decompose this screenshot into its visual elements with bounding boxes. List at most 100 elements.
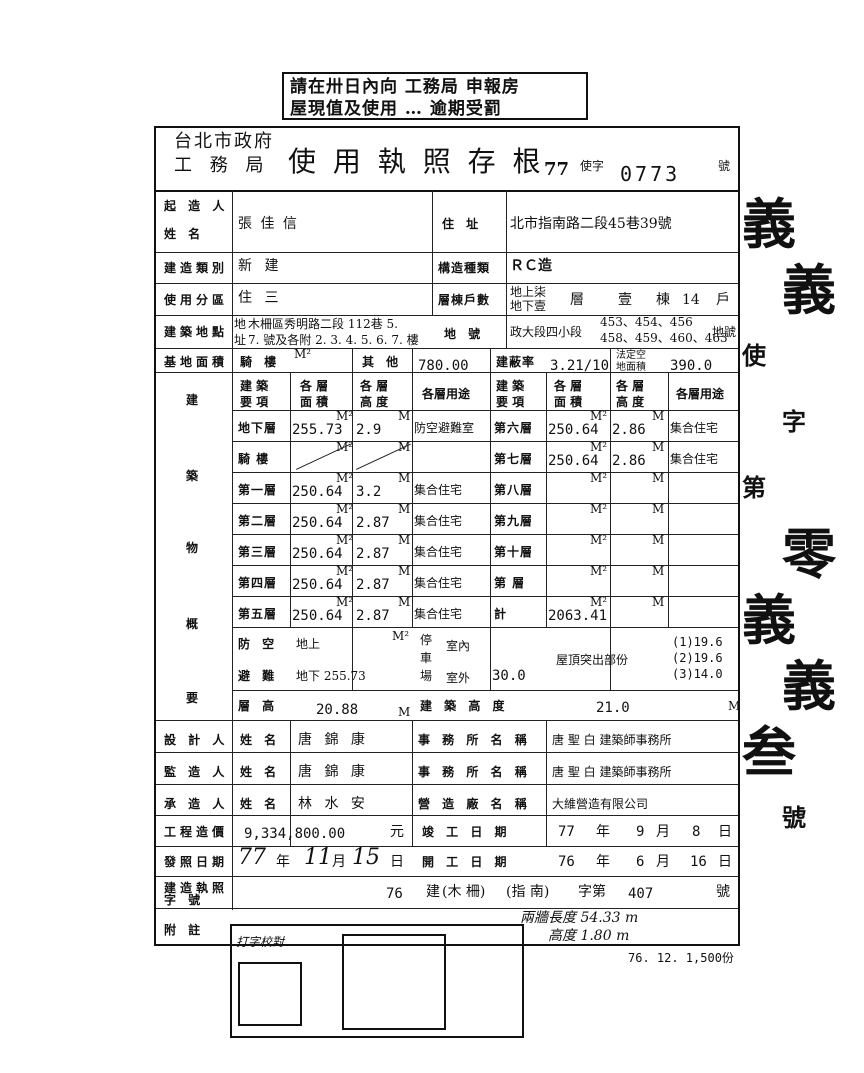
- floor-label-right: 第九層: [494, 514, 534, 528]
- unit-m2: M²: [294, 347, 312, 361]
- floor-height-left: 2.9: [356, 422, 382, 438]
- floor-use-right: 集合住宅: [670, 452, 719, 466]
- lot-line1: 453、454、456: [600, 315, 693, 329]
- floor-area-left: 250.64: [292, 484, 343, 500]
- floor-label-left: 第三層: [238, 545, 278, 559]
- floor-label-left: 地下層: [238, 421, 278, 435]
- zone-value: 住 三: [238, 290, 283, 306]
- parking-1: 停: [420, 633, 433, 647]
- done-m: 9: [636, 824, 645, 840]
- side-stamp-char: 叁: [742, 720, 796, 784]
- line: [232, 534, 738, 535]
- notice-line2: 屋現值及使用 … 逾期受罰: [290, 99, 502, 119]
- line: [156, 252, 738, 253]
- permit-zi: 字第: [578, 884, 606, 900]
- floor-label-right: 計: [494, 607, 508, 621]
- done-d: 8: [692, 824, 701, 840]
- unit-m2-left: M²: [336, 502, 354, 516]
- unit-m2-right: M²: [590, 471, 608, 485]
- legal-label2: 地面積: [616, 362, 646, 373]
- permit-label2: 字 號: [164, 893, 205, 907]
- line: [156, 283, 738, 284]
- form-year: 77: [544, 159, 570, 180]
- floor-label-left: 第二層: [238, 514, 278, 528]
- person-name-label: 姓 名: [240, 733, 281, 747]
- bldg-height-label: 建 築 高 度: [420, 699, 509, 713]
- shelter-below: 地下 255.73: [296, 669, 366, 683]
- done-y-label: 年: [596, 824, 610, 840]
- site-label: 基地面積: [164, 355, 229, 369]
- permit-area: (指 南): [506, 884, 550, 900]
- permit-year: 76: [386, 886, 403, 902]
- start-y: 76: [558, 854, 575, 870]
- print-count: 76. 12. 1,500份: [628, 951, 734, 965]
- line: [290, 720, 291, 846]
- person-name-label: 姓 名: [240, 797, 281, 811]
- col-use: 各層用途: [422, 387, 471, 401]
- owner-name: 張 佳 信: [238, 216, 299, 232]
- coverage-value: 3.21/10: [550, 358, 610, 374]
- floor-text: 層: [570, 292, 584, 308]
- permit-jian: 建: [426, 884, 440, 900]
- bldg-count: 壹: [618, 292, 632, 308]
- notice-line1: 請在卅日內向 工務局 申報房: [290, 77, 520, 97]
- issue-y: 77: [238, 845, 266, 870]
- lot-section: 政大段四小段: [510, 325, 583, 339]
- build-type: 新 建: [238, 258, 283, 274]
- floor-area-right: 250.64: [548, 422, 599, 438]
- line: [352, 348, 353, 690]
- start-m-label: 月: [656, 854, 670, 870]
- notice-stamp: 請在卅日內向 工務局 申報房 屋現值及使用 … 逾期受罰: [282, 72, 588, 120]
- line: [156, 876, 738, 877]
- person-name: 林 水 安: [298, 796, 369, 812]
- line: [156, 815, 738, 816]
- form-title: 使 用 執 照 存 根: [288, 145, 545, 178]
- floor-label-right: 第六層: [494, 421, 534, 435]
- unit-m-right: M: [652, 595, 665, 609]
- owner-label2: 姓 名: [164, 227, 205, 241]
- seal-stamp: [238, 962, 302, 1026]
- form-header: 台北市政府 工 務 局 使 用 執 照 存 根 77 使字 0773 號: [156, 128, 738, 192]
- line: [156, 315, 738, 316]
- side-stamp-char: 號: [782, 803, 806, 832]
- unit-m-right: M: [652, 409, 665, 423]
- floor-use-left: 防空避難室: [414, 421, 475, 435]
- person-name: 唐 錦 康: [298, 732, 369, 748]
- floor-use-left: 集合住宅: [414, 607, 463, 621]
- line: [232, 690, 738, 691]
- floors-above: 地上柒: [510, 285, 547, 299]
- floor-height-right: 2.86: [612, 453, 646, 469]
- unit-m-left: M: [398, 471, 411, 485]
- line: [156, 348, 738, 349]
- roof-label: 屋頂突出部份: [556, 653, 629, 667]
- col-use-r: 各層用途: [676, 387, 725, 401]
- struct-type: ＲＣ造: [510, 258, 552, 274]
- floor-use-left: 集合住宅: [414, 545, 463, 559]
- empty-height-slash: [356, 443, 411, 470]
- permit-form: 台北市政府 工 務 局 使 用 執 照 存 根 77 使字 0773 號 起 造…: [154, 126, 740, 946]
- proof-label: 打字校對: [236, 935, 285, 949]
- arcade-label: 騎 樓: [240, 355, 281, 369]
- unit-m-left: M: [398, 440, 411, 454]
- roof-1: (1)19.6: [672, 635, 723, 649]
- floor-label-right: 第十層: [494, 545, 534, 559]
- unit-m2-left: M²: [336, 471, 354, 485]
- detail-side-2: 築: [186, 469, 203, 483]
- coverage-label: 建蔽率: [496, 355, 536, 369]
- shelter-label1: 防 空: [238, 637, 279, 651]
- shelter-above: 地上: [296, 637, 321, 651]
- legal-area: 390.0: [670, 358, 713, 374]
- floor-label-left: 第一層: [238, 483, 278, 497]
- person-role: 設 計 人: [164, 733, 229, 747]
- line: [232, 565, 738, 566]
- unit-m: M: [398, 705, 411, 719]
- cost-value: 9,334,800.00: [244, 826, 346, 842]
- line: [232, 627, 738, 628]
- issue-m-label: 月: [332, 854, 346, 870]
- permit-label1: 建造執照: [164, 881, 229, 895]
- line: [490, 348, 491, 690]
- line: [412, 348, 413, 627]
- unit-m-left: M: [398, 564, 411, 578]
- unit-m-left: M: [398, 409, 411, 423]
- unit-m2-left: M²: [336, 595, 354, 609]
